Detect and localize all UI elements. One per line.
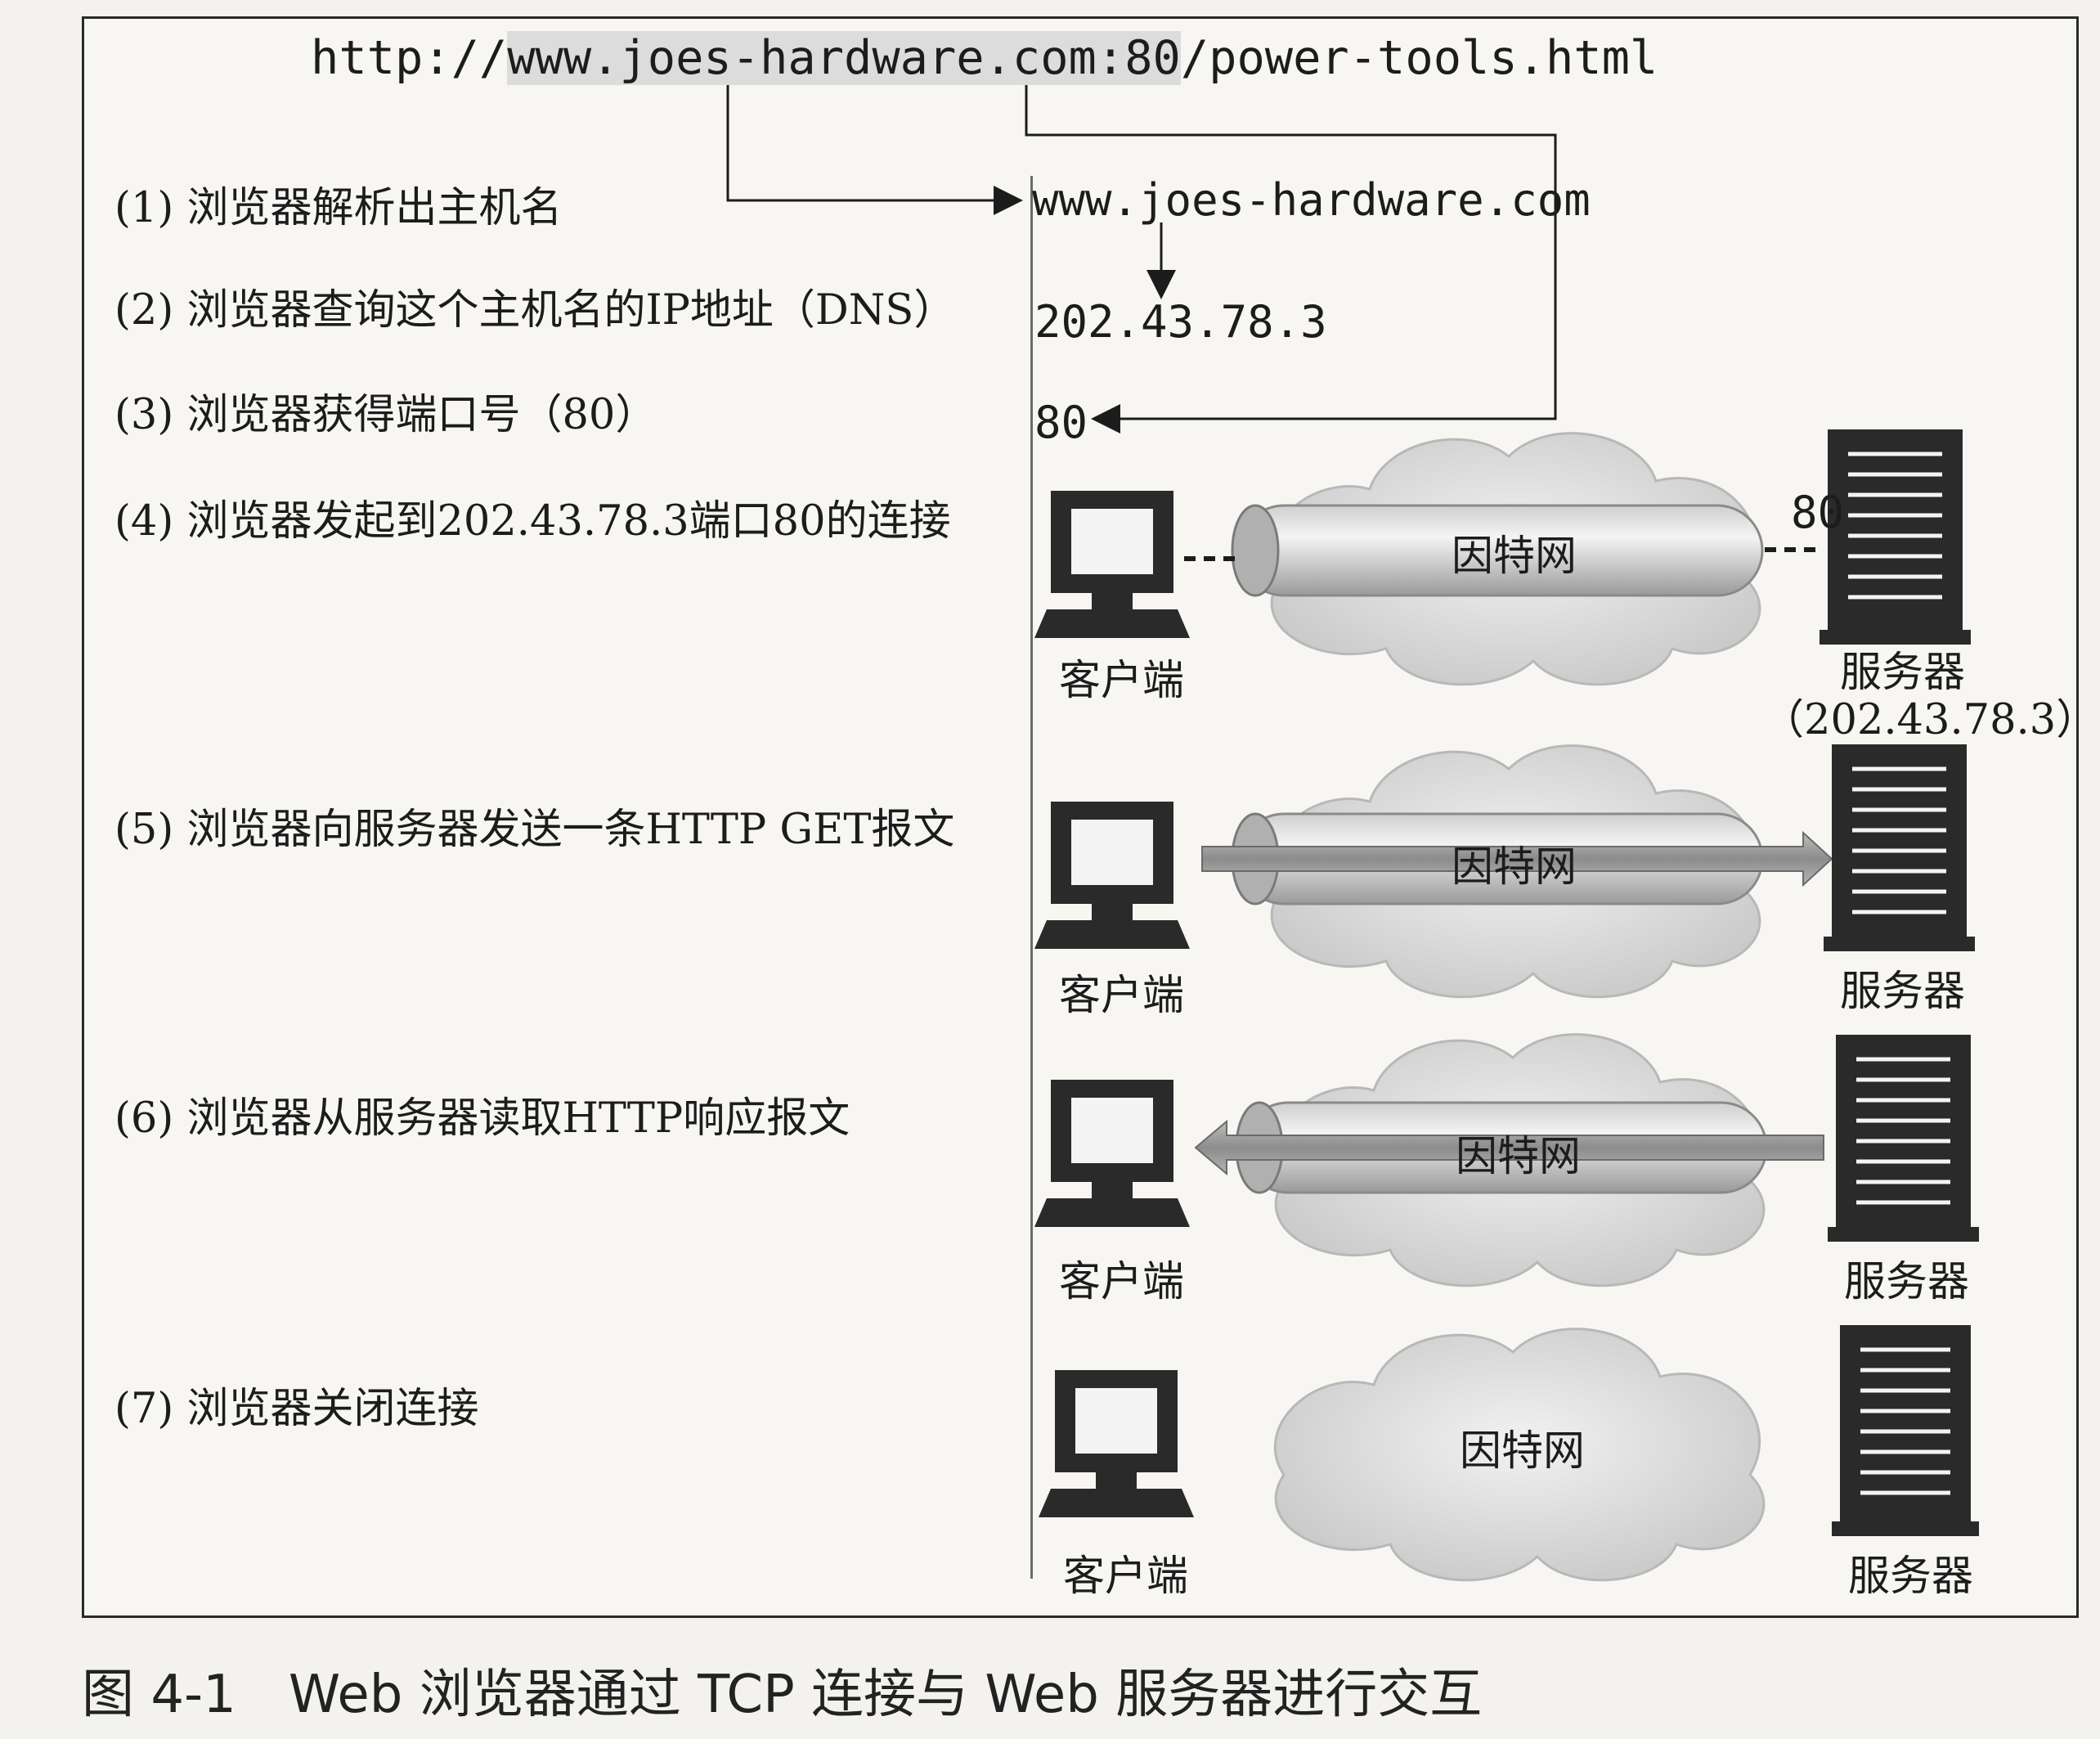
server-rack-icon — [1832, 1325, 1979, 1536]
url-path: /power-tools.html — [1180, 31, 1658, 85]
client-label-7: 客户端 — [1063, 1553, 1189, 1601]
step-5: (5) 浏览器向服务器发送一条HTTP GET报文 — [114, 806, 955, 854]
url-text: http://www.joes-hardware.com:80/power-to… — [311, 31, 1658, 85]
client-label-4: 客户端 — [1059, 657, 1185, 705]
row-7-graphics — [1273, 1328, 1766, 1582]
step-2: (2) 浏览器查询这个主机名的IP地址（DNS） — [114, 286, 956, 335]
server-port-label: 80 — [1791, 487, 1845, 538]
server-label-5: 服务器 — [1840, 968, 1966, 1016]
request-arrow — [1201, 830, 1833, 887]
step-3: (3) 浏览器获得端口号（80） — [114, 391, 657, 439]
server-label-4: 服务器 — [1840, 649, 1966, 697]
server-rack-icon — [1824, 744, 1975, 951]
url-prefix: http:// — [311, 31, 508, 85]
cloud-7 — [1273, 1328, 1766, 1582]
server-label-6: 服务器 — [1844, 1258, 1970, 1306]
step-7: (7) 浏览器关闭连接 — [114, 1385, 479, 1433]
internet-label-6: 因特网 — [1456, 1133, 1582, 1181]
row-4-graphics — [1184, 432, 1820, 686]
port-arrow — [1025, 70, 1557, 434]
server-label-7: 服务器 — [1848, 1553, 1974, 1601]
resolved-port: 80 — [1034, 397, 1088, 448]
step-1: (1) 浏览器解析出主机名 — [114, 184, 563, 232]
server-rack-icon — [1820, 429, 1971, 645]
url-host: www.joes-hardware.com — [507, 31, 1097, 85]
internet-label-5: 因特网 — [1452, 843, 1577, 892]
client-computer-icon — [1034, 802, 1190, 949]
resolved-hostname: www.joes-hardware.com — [1032, 174, 1591, 226]
internet-label-7: 因特网 — [1460, 1427, 1586, 1476]
resolved-ip: 202.43.78.3 — [1034, 296, 1327, 348]
host-arrow — [726, 70, 1023, 215]
row-5-graphics — [1201, 744, 1833, 999]
client-computer-icon — [1039, 1370, 1194, 1517]
column-divider — [1030, 176, 1033, 1579]
step-4: (4) 浏览器发起到202.43.78.3端口80的连接 — [114, 497, 951, 546]
url-port: 80 — [1124, 31, 1181, 85]
tube-4-end — [1231, 504, 1280, 597]
server-ip-label: （202.43.78.3） — [1762, 696, 2098, 744]
client-label-5: 客户端 — [1059, 972, 1185, 1020]
response-arrow — [1194, 1119, 1824, 1176]
client-computer-icon — [1034, 1080, 1190, 1227]
client-computer-icon — [1034, 491, 1190, 638]
row-6-graphics — [1194, 1033, 1824, 1287]
figure-caption: 图 4-1 Web 浏览器通过 TCP 连接与 Web 服务器进行交互 — [82, 1665, 1483, 1725]
server-rack-icon — [1828, 1035, 1979, 1242]
url-colon: : — [1096, 31, 1125, 85]
internet-label-4: 因特网 — [1452, 532, 1577, 581]
step-6: (6) 浏览器从服务器读取HTTP响应报文 — [114, 1094, 850, 1143]
client-label-6: 客户端 — [1059, 1258, 1185, 1306]
